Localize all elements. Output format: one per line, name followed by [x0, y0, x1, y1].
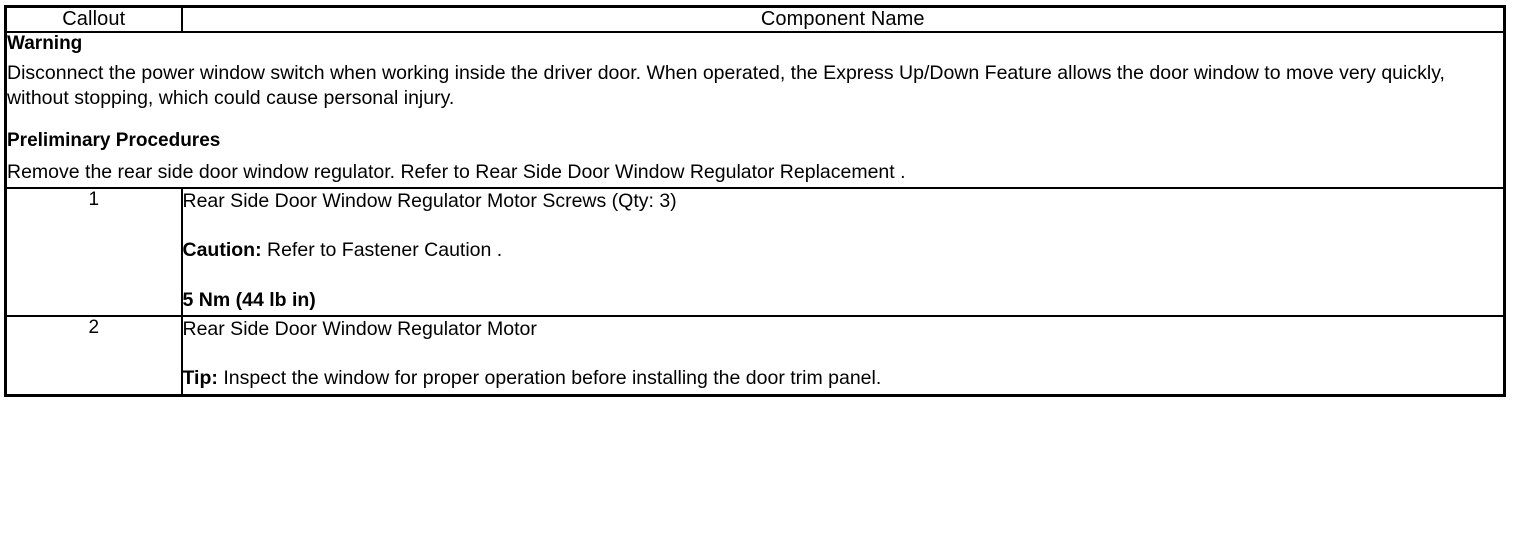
callout-number-2: 2	[4, 315, 183, 397]
tip-label: Tip:	[182, 367, 218, 390]
notice-cell: Warning Disconnect the power window swit…	[4, 30, 1506, 190]
component-cell-2: Rear Side Door Window Regulator Motor Ti…	[180, 315, 1506, 397]
column-header-component-name: Component Name	[180, 5, 1506, 33]
caution-note-1: Caution: Refer to Fastener Caution .	[183, 238, 1504, 263]
table-header-row: Callout Component Name	[4, 5, 1506, 33]
table-row: 2 Rear Side Door Window Regulator Motor …	[4, 315, 1506, 397]
table-body: Warning Disconnect the power window swit…	[4, 30, 1506, 397]
component-name-2: Rear Side Door Window Regulator Motor	[182, 318, 537, 341]
caution-label: Caution:	[182, 239, 262, 262]
tip-note-2: Tip: Inspect the window for proper opera…	[183, 366, 1504, 391]
table-header: Callout Component Name	[4, 5, 1506, 33]
warning-text: Disconnect the power window switch when …	[7, 62, 1445, 110]
tip-text: Inspect the window for proper operation …	[223, 367, 882, 390]
component-callout-table: Callout Component Name Warning Disconnec…	[4, 5, 1506, 397]
component-name-1: Rear Side Door Window Regulator Motor Sc…	[182, 190, 677, 213]
notice-row: Warning Disconnect the power window swit…	[4, 30, 1506, 190]
component-cell-1: Rear Side Door Window Regulator Motor Sc…	[180, 187, 1506, 318]
warning-heading: Warning	[7, 33, 83, 54]
preliminary-procedures-heading: Preliminary Procedures	[7, 129, 221, 151]
caution-text: Refer to Fastener Caution .	[267, 239, 503, 262]
table-row: 1 Rear Side Door Window Regulator Motor …	[4, 187, 1506, 318]
torque-spec-1: 5 Nm (44 lb in)	[182, 288, 316, 311]
column-header-callout: Callout	[4, 5, 183, 33]
preliminary-procedures-text: Remove the rear side door window regulat…	[7, 160, 906, 183]
callout-number-1: 1	[4, 187, 183, 318]
